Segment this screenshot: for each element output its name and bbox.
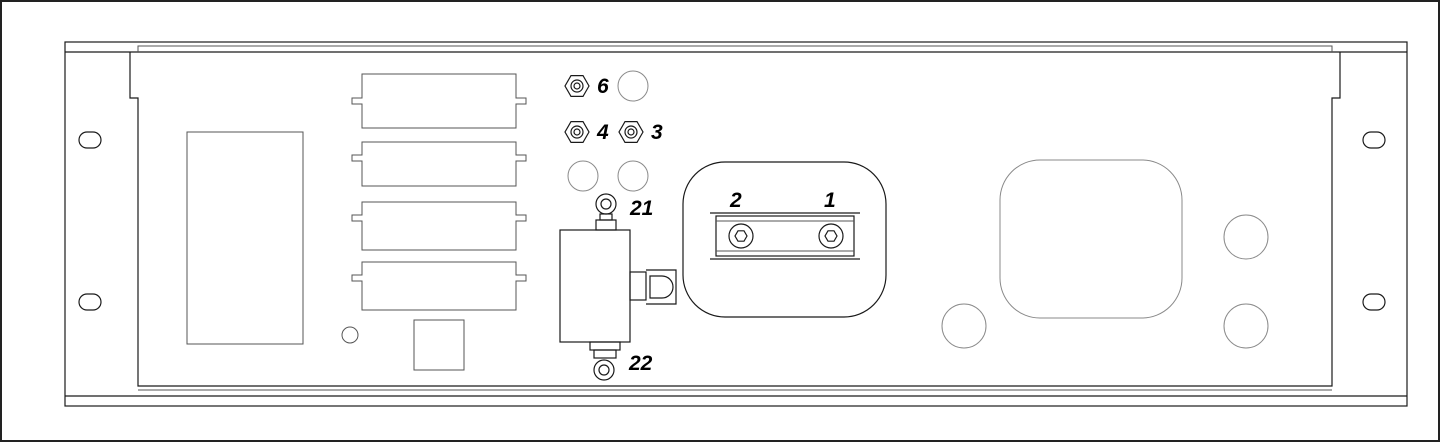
mounting-slots — [78, 131, 1386, 311]
fitting-6 — [564, 74, 590, 98]
callout-21: 21 — [629, 197, 653, 220]
callout-6: 6 — [597, 75, 609, 98]
center-pocket — [682, 161, 887, 318]
callout-2: 2 — [729, 189, 742, 212]
mounting-slot-left-bottom — [78, 293, 102, 311]
knockout-hole-d — [1223, 214, 1269, 260]
callout-22: 22 — [628, 352, 653, 375]
callout-4: 4 — [596, 121, 609, 144]
fitting-4 — [564, 120, 590, 143]
hex-nut-icon — [564, 74, 590, 98]
hex-nut-icon — [564, 120, 590, 143]
right-cutout-group — [941, 159, 1269, 349]
side-bracket — [646, 269, 677, 305]
chassis-top-edge — [137, 45, 1333, 52]
pocket-outline — [682, 161, 887, 318]
knockout-holes — [567, 70, 649, 192]
rounded-cutout — [999, 159, 1183, 319]
mounting-slot-left-top — [78, 131, 102, 149]
hex-nut-icon — [618, 120, 644, 143]
small-round-hole — [341, 326, 359, 344]
callout-3: 3 — [651, 121, 663, 144]
connector-cutout-2 — [351, 141, 527, 187]
callout-labels: 6 4 3 21 2 1 22 — [596, 75, 836, 375]
knockout-hole-b — [567, 160, 599, 192]
hex-socket-icon — [734, 230, 748, 242]
chassis-outline — [129, 52, 1341, 387]
filter-assembly — [559, 193, 677, 381]
terminal-2 — [728, 223, 754, 249]
fitting-3 — [618, 120, 644, 143]
connector-cutout-1 — [351, 73, 527, 129]
connector-cutout-3 — [351, 201, 527, 251]
connector-cutouts — [351, 73, 527, 311]
knockout-hole-f — [941, 303, 987, 349]
hex-socket-icon — [824, 230, 838, 242]
panel-outline — [64, 41, 1408, 407]
connector-cutout-4 — [351, 261, 527, 311]
terminal-1 — [818, 223, 844, 249]
square-cutout — [413, 319, 465, 371]
terminal-bar — [715, 215, 855, 257]
knockout-hole-a — [617, 70, 649, 102]
knockout-hole-c — [617, 160, 649, 192]
mounting-slot-right-top — [1362, 131, 1386, 149]
rack-panel — [64, 41, 1408, 407]
fitting-22-ring — [593, 359, 615, 381]
mounting-slot-right-bottom — [1362, 293, 1386, 311]
knockout-hole-e — [1223, 303, 1269, 349]
callout-1: 1 — [824, 189, 836, 212]
blank-plate — [186, 131, 304, 345]
